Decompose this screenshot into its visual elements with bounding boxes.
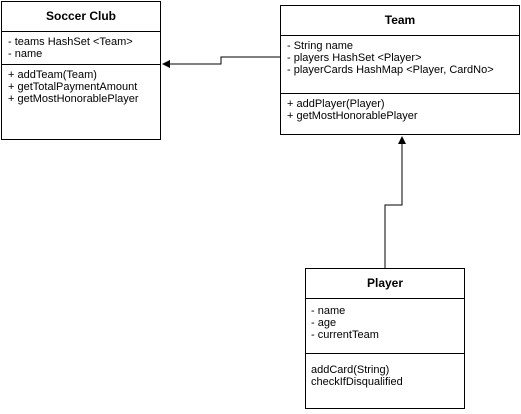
operation: + getMostHonorablePlayer	[8, 93, 139, 105]
class-team[interactable]: Team - String name - players HashSet <Pl…	[280, 5, 520, 135]
class-title: Team	[281, 6, 519, 36]
attribute: - players HashSet <Player>	[287, 52, 422, 64]
operation: + getMostHonorablePlayer	[287, 110, 418, 122]
attribute: - currentTeam	[311, 329, 379, 341]
attributes-section: - String name - players HashSet <Player>…	[281, 36, 519, 94]
attribute: - String name	[287, 40, 354, 52]
player-to-team-connector	[384, 143, 403, 268]
operation: addCard(String)	[311, 364, 390, 376]
operations-section: + addPlayer(Player) + getMostHonorablePl…	[281, 94, 519, 125]
attribute: - age	[311, 317, 337, 329]
team-to-club-arrowhead	[162, 60, 170, 68]
attributes-section: - teams HashSet <Team> - name	[2, 32, 160, 65]
operation: + addTeam(Team)	[8, 69, 97, 81]
attribute: - name	[8, 48, 43, 60]
class-player[interactable]: Player - name - age - currentTeam addCar…	[305, 268, 465, 409]
attributes-section: - name - age - currentTeam	[306, 299, 464, 354]
operation: + addPlayer(Player)	[287, 98, 385, 110]
attribute: - name	[311, 305, 346, 317]
player-to-team-arrowhead	[398, 136, 406, 144]
team-to-club-connector	[169, 56, 280, 65]
class-soccer-club[interactable]: Soccer Club - teams HashSet <Team> - nam…	[1, 1, 161, 140]
class-title: Player	[306, 269, 464, 299]
operation: + getTotalPaymentAmount	[8, 81, 138, 93]
operations-section: addCard(String) checkIfDisqualified	[306, 354, 464, 391]
attribute: - teams HashSet <Team>	[8, 36, 133, 48]
class-title: Soccer Club	[2, 2, 160, 32]
attribute: - playerCards HashMap <Player, CardNo>	[287, 64, 494, 76]
operation: checkIfDisqualified	[311, 376, 403, 388]
operations-section: + addTeam(Team) + getTotalPaymentAmount …	[2, 65, 160, 108]
